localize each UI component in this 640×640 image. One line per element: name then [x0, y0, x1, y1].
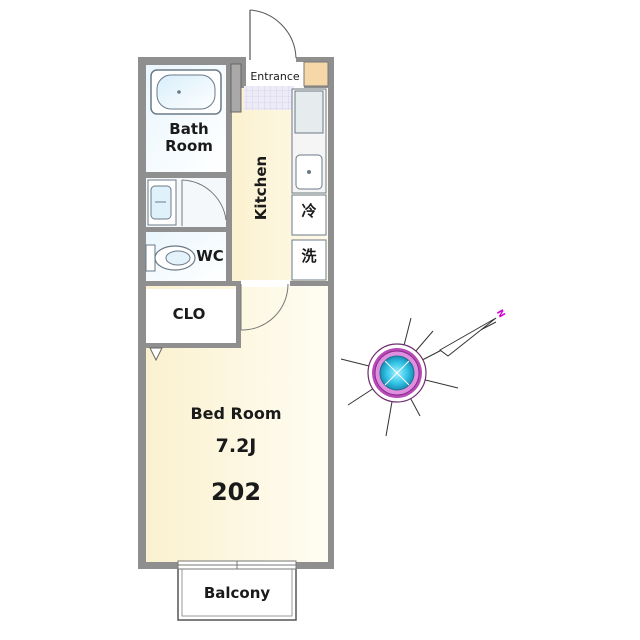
fridge-space: [291, 194, 327, 236]
entrance-label: Entrance: [250, 70, 300, 83]
bedroom-door: [240, 280, 290, 331]
closet-floor: [146, 289, 236, 343]
shoe-box: [303, 61, 329, 87]
entrance-door: [246, 9, 297, 63]
kitchen-counter: [291, 88, 327, 194]
fridge-label: 冷: [301, 202, 317, 220]
balcony-window: [177, 560, 297, 570]
entrance-tile: [244, 86, 294, 110]
washroom-door-swing: [181, 179, 227, 226]
unit-number-label: 202: [210, 478, 262, 506]
interior-walls: [146, 62, 328, 348]
closet-marker: [149, 347, 163, 362]
closet-label: CLO: [172, 305, 206, 323]
washer-space: [291, 239, 327, 281]
entry-cabinet: [230, 63, 242, 113]
toilet: [145, 244, 196, 272]
bathtub: [150, 69, 222, 115]
balcony-label: Balcony: [203, 584, 271, 602]
entrance-floor: [246, 62, 304, 88]
bedroom-size-label: 7.2J: [215, 435, 257, 457]
wc-label: WC: [196, 247, 224, 265]
bedroom-label: Bed Room: [190, 404, 282, 423]
compass: [340, 317, 497, 437]
bath-room-label: Bath Room: [165, 120, 213, 156]
kitchen-label: Kitchen: [252, 155, 270, 221]
washer-label: 洗: [301, 247, 317, 265]
washbasin: [147, 179, 177, 226]
